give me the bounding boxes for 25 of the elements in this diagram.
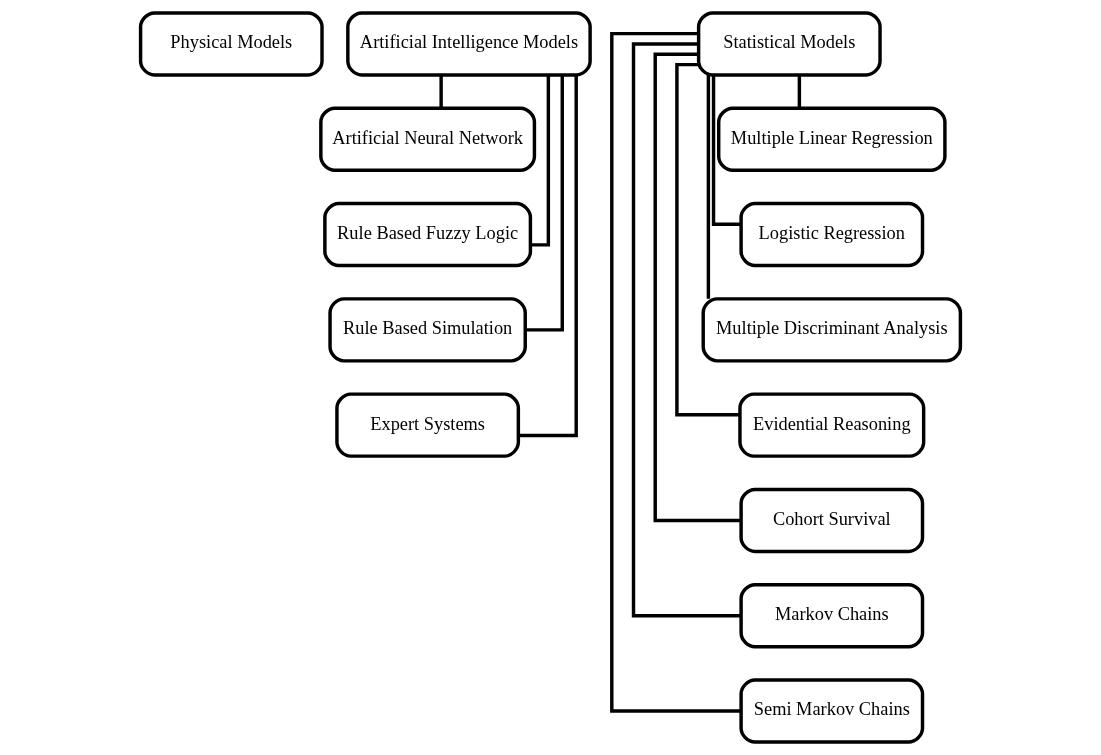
node-box: Statistical Models: [696, 11, 882, 77]
node-box: Semi Markov Chains: [739, 678, 925, 744]
connector: [530, 75, 551, 247]
node-box: Evidential Reasoning: [738, 392, 926, 458]
connector: [439, 75, 443, 108]
node-box: Cohort Survival: [739, 487, 925, 554]
node-box: Logistic Regression: [739, 201, 925, 268]
connector: [610, 31, 742, 713]
node-box: Physical Models: [138, 11, 324, 77]
connector: [711, 75, 741, 226]
node-box: Artificial Intelligence Models: [346, 11, 592, 77]
node-box: Expert Systems: [335, 392, 521, 458]
connector: [706, 75, 711, 299]
node-box: Multiple Discriminant Analysis: [701, 297, 963, 363]
node-box: Markov Chains: [739, 583, 925, 649]
node-box: Multiple Linear Regression: [717, 106, 947, 172]
node-box: Rule Based Simulation: [328, 297, 527, 363]
connector: [518, 75, 578, 438]
connector: [525, 75, 564, 332]
connector: [797, 75, 802, 108]
connector: [631, 42, 742, 618]
connector: [675, 62, 740, 417]
node-box: Rule Based Fuzzy Logic: [323, 201, 533, 268]
connector: [653, 52, 741, 523]
node-box: Artificial Neural Network: [319, 106, 537, 172]
